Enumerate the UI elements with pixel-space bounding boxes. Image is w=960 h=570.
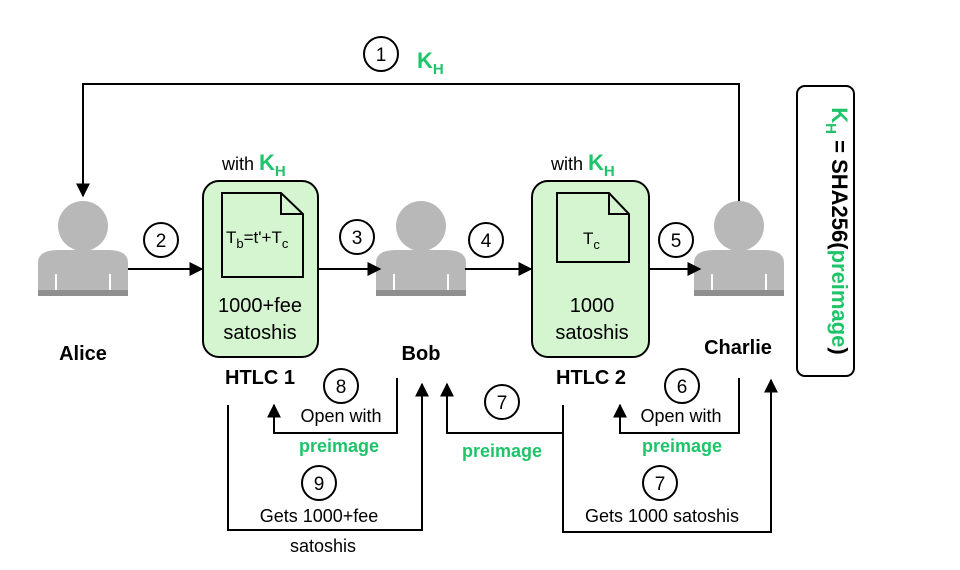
svg-text:1: 1 — [376, 45, 387, 66]
open-with-label-2: Open with — [640, 406, 721, 426]
step-7a-marker: 7 — [484, 384, 520, 420]
step-8-marker: 8 — [323, 368, 359, 404]
edge-charlie-open-htlc2 — [613, 378, 740, 434]
edge-htlc2-pays-charlie — [562, 378, 778, 533]
svg-text:5: 5 — [671, 231, 682, 252]
htlc1-amount: 1000+fee — [218, 295, 302, 317]
htlc2-title: HTLC 2 — [556, 367, 626, 389]
svg-text:8: 8 — [336, 377, 347, 398]
top-key-label: KH — [417, 48, 444, 78]
step-6-marker: 6 — [664, 368, 700, 404]
svg-text:7: 7 — [497, 393, 508, 414]
svg-text:4: 4 — [481, 231, 492, 252]
legend-box — [796, 85, 855, 377]
bob-avatar — [376, 201, 466, 296]
charlie-avatar — [694, 201, 784, 296]
htlc1-document-icon — [221, 192, 304, 278]
htlc2-timelock: Tc — [583, 229, 600, 252]
svg-text:6: 6 — [677, 377, 688, 398]
svg-text:9: 9 — [314, 474, 325, 495]
charlie-label: Charlie — [704, 337, 772, 359]
step-3-marker: 3 — [339, 219, 375, 255]
open-with-label-1: Open with — [300, 406, 381, 426]
edge-k-from-charlie-to-alice — [76, 83, 740, 205]
step-7b-marker: 7 — [642, 465, 678, 501]
svg-text:7: 7 — [655, 474, 666, 495]
htlc1-unit: satoshis — [223, 322, 296, 344]
edge-bob-open-htlc1 — [267, 378, 398, 434]
step-1-marker: 1 — [363, 36, 399, 72]
step-5-marker: 5 — [658, 222, 694, 258]
legend-formula: KH = SHA256(preimage) — [822, 107, 852, 354]
preimage-label-mid: preimage — [462, 441, 542, 461]
svg-text:3: 3 — [352, 228, 363, 249]
step-2-marker: 2 — [143, 222, 179, 258]
alice-label: Alice — [59, 343, 107, 365]
svg-text:2: 2 — [156, 231, 167, 252]
htlc2-unit: satoshis — [555, 322, 628, 344]
step-4-marker: 4 — [468, 222, 504, 258]
htlc2-document-icon — [556, 192, 630, 263]
step-9-marker: 9 — [301, 465, 337, 501]
htlc2-amount: 1000 — [570, 295, 615, 317]
gets-label-1-line2: satoshis — [290, 536, 356, 556]
gets-label-2: Gets 1000 satoshis — [585, 506, 739, 526]
gets-label-1-line1: Gets 1000+fee — [260, 506, 379, 526]
alice-avatar — [38, 201, 128, 296]
bob-label: Bob — [402, 343, 441, 365]
htlc1-title: HTLC 1 — [225, 367, 295, 389]
edge-preimage-to-bob — [440, 382, 564, 434]
preimage-label-1: preimage — [299, 436, 379, 456]
htlc1-timelock: Tb=t'+Tc — [226, 228, 289, 251]
edge-htlc1-pays-bob — [227, 382, 429, 531]
preimage-label-2: preimage — [642, 436, 722, 456]
